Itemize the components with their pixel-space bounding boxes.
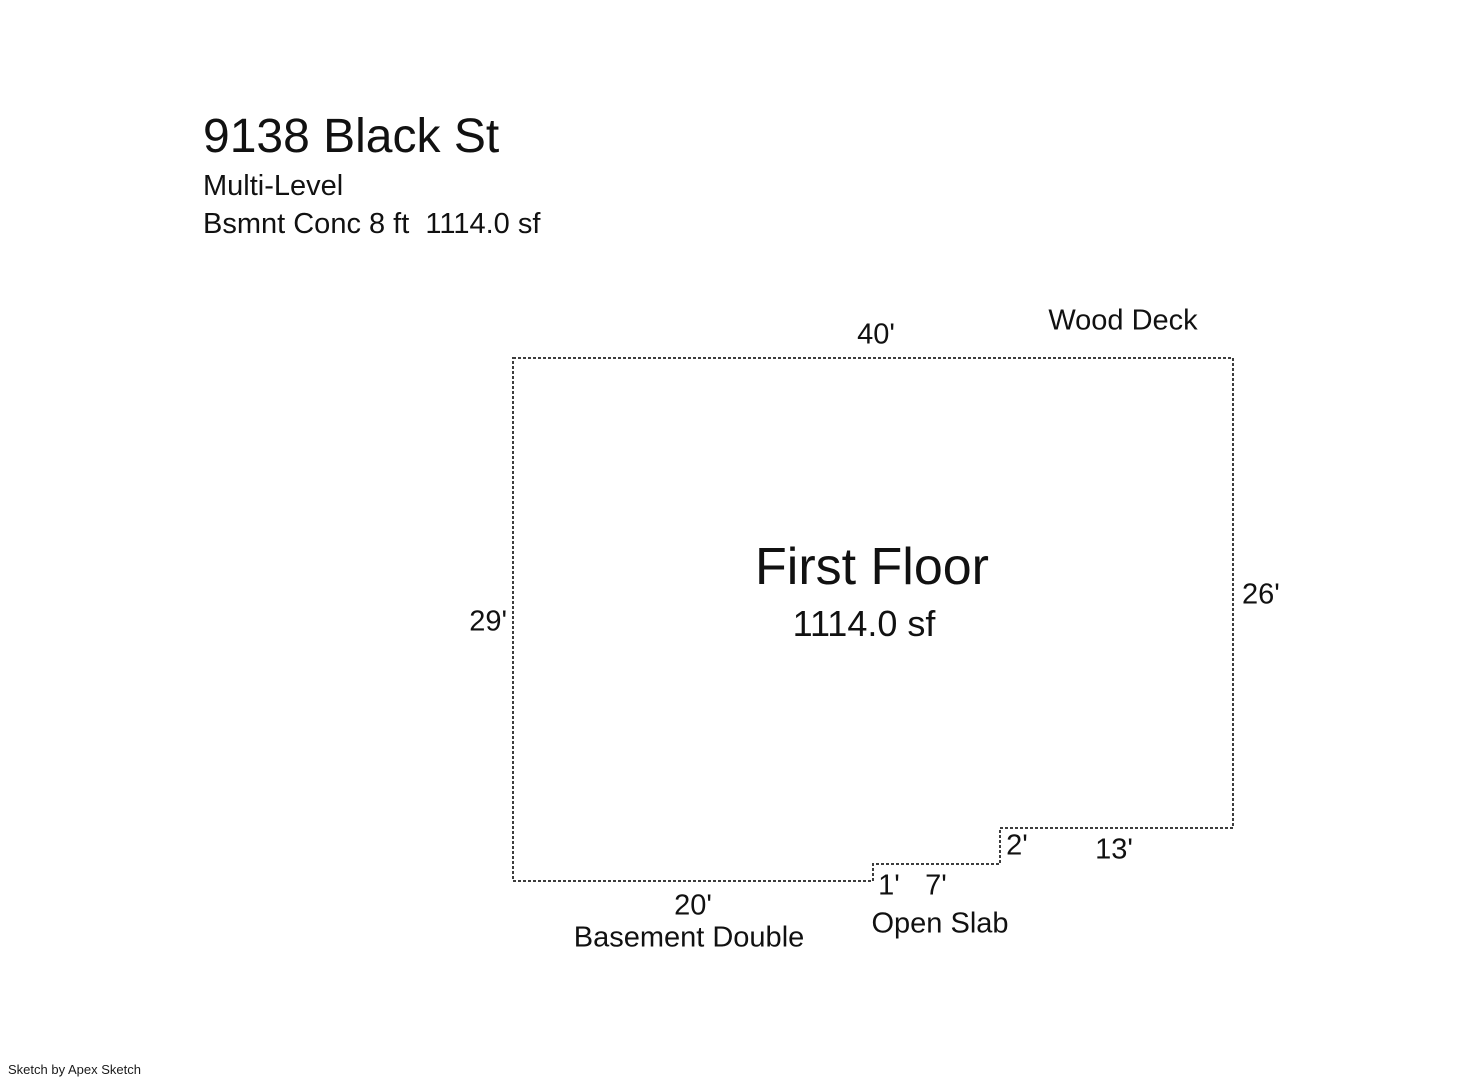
room-area-label: 1114.0 sf	[792, 603, 936, 644]
dimension-bottom-13: 13'	[1095, 833, 1133, 866]
dimension-step-1: 1'	[878, 869, 900, 902]
floorplan-outline	[512, 357, 1234, 882]
level-label: Multi-Level	[203, 170, 344, 203]
address-title: 9138 Black St	[203, 110, 500, 163]
room-name-label: First Floor	[755, 538, 989, 596]
dimension-top-40: 40'	[857, 318, 895, 351]
dimension-left-29: 29'	[469, 605, 507, 638]
header-block: 9138 Black St Multi-Level Bsmnt Conc 8 f…	[203, 110, 541, 240]
basement-info-label: Bsmnt Conc 8 ft 1114.0 sf	[203, 207, 541, 240]
basement-double-label: Basement Double	[573, 921, 805, 954]
dimension-step-7: 7'	[925, 869, 947, 902]
sketch-credit: Sketch by Apex Sketch	[8, 1062, 141, 1077]
dimension-bottom-20: 20'	[674, 889, 712, 922]
open-slab-label: Open Slab	[871, 907, 1009, 940]
wood-deck-label: Wood Deck	[1048, 304, 1198, 337]
dimension-right-26: 26'	[1242, 578, 1280, 611]
dimension-step-2: 2'	[1006, 829, 1028, 862]
